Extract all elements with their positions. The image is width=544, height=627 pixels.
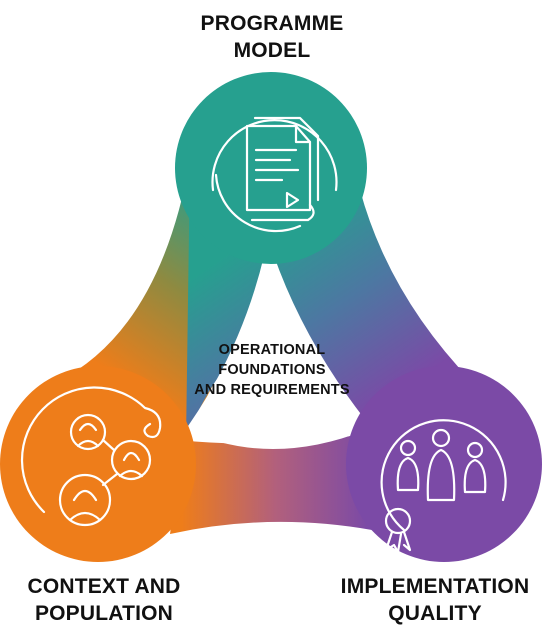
node-top-circle: [175, 72, 367, 264]
operational-foundations-label: OPERATIONAL FOUNDATIONS AND REQUIREMENTS: [194, 342, 350, 398]
inner-triangle: [178, 238, 375, 444]
documents-icon: [211, 116, 338, 233]
node-left-circle: [0, 366, 196, 562]
context-population-label: CONTEXT AND POPULATION: [27, 575, 181, 625]
group-with-award-icon: [380, 419, 507, 554]
people-network-icon: [20, 386, 162, 527]
programme-model-label: PROGRAMME MODEL: [200, 12, 344, 62]
node-right-circle: [346, 366, 542, 562]
implementation-quality-label: IMPLEMENTATION QUALITY: [340, 575, 530, 625]
band-left-right: [170, 430, 372, 534]
